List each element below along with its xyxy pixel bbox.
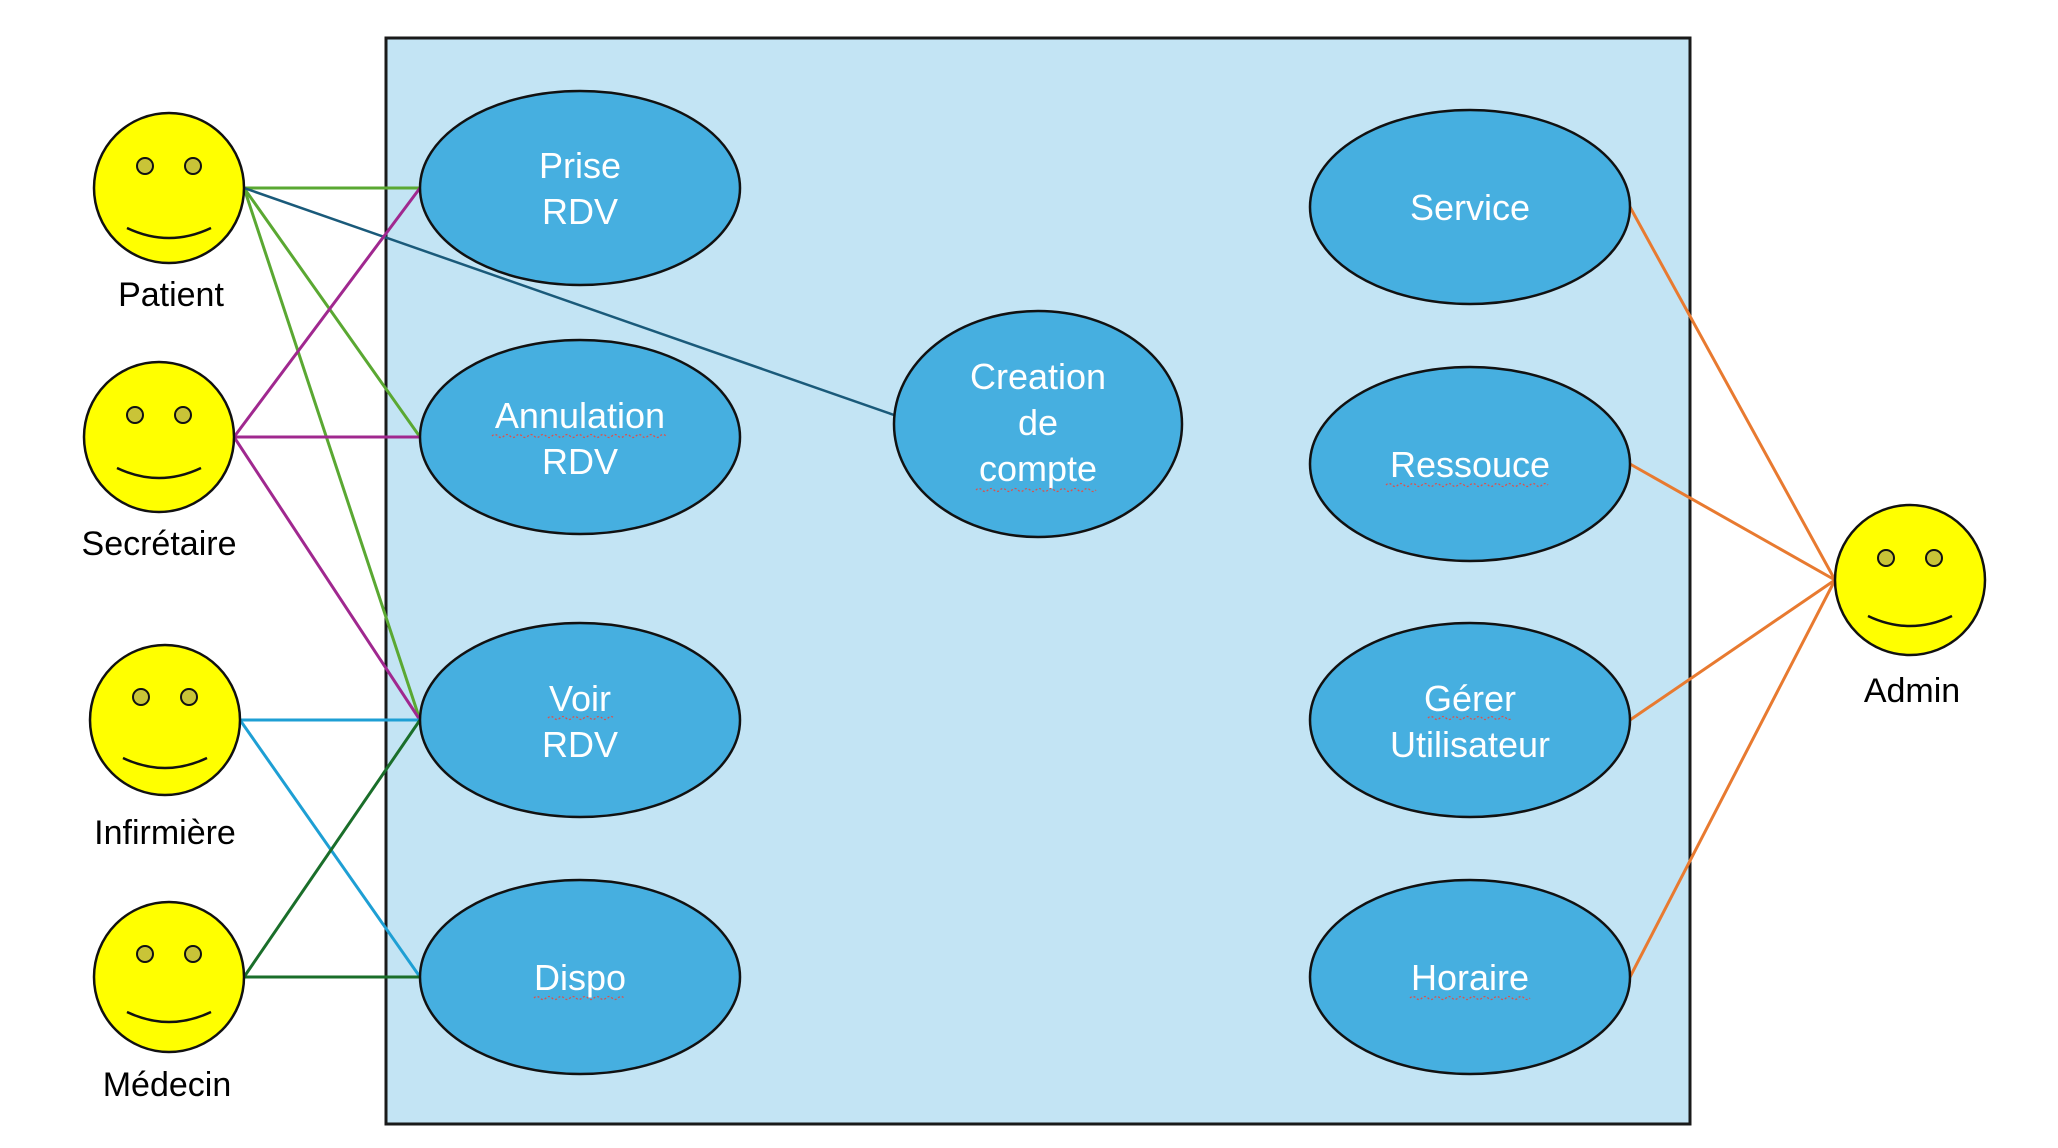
- actor-label: Admin: [1864, 672, 1960, 710]
- use-case-label: Dispo: [534, 957, 626, 998]
- use-case-label: Horaire: [1411, 957, 1529, 998]
- use-case-dispo: Dispo: [418, 878, 742, 1076]
- use-case-shape: [1308, 621, 1632, 819]
- use-case-label: Annulation: [495, 395, 665, 436]
- smiley-icon: [1833, 503, 1987, 657]
- smiley-icon: [92, 111, 246, 265]
- associations: [232, 186, 1837, 979]
- use-case-shape: [892, 309, 1184, 539]
- use-case-shape: [1308, 365, 1632, 563]
- actor-label: Patient: [118, 276, 224, 314]
- use-case-label: Utilisateur: [1390, 724, 1550, 765]
- spellcheck-underline: [491, 433, 667, 439]
- use-case-annulation-rdv: Annulation RDV: [418, 338, 742, 536]
- actor-label: Médecin: [103, 1066, 232, 1104]
- use-case-shape: [1308, 108, 1632, 306]
- link-admin-ressouce: [1629, 462, 1836, 582]
- spellcheck-underline: [533, 995, 625, 1001]
- actor-label: Secrétaire: [82, 525, 237, 563]
- use-case-label: RDV: [542, 191, 618, 232]
- link-patient-creation-compte: [243, 186, 895, 417]
- link-patient-annulation-rdv: [242, 187, 422, 438]
- actor-medecin: Médecin: [92, 900, 246, 1104]
- actor-patient: Patient: [92, 111, 246, 314]
- link-secretaire-prise-rdv: [232, 187, 422, 438]
- use-case-label: RDV: [542, 724, 618, 765]
- smiley-icon: [92, 900, 246, 1054]
- use-case-label: Ressouce: [1390, 444, 1550, 485]
- link-medecin-voir-rdv: [242, 719, 422, 978]
- link-secretaire-voir-rdv: [232, 436, 422, 721]
- actor-label: Infirmière: [94, 814, 236, 852]
- use-case-horaire: Horaire: [1308, 878, 1632, 1076]
- link-admin-horaire: [1628, 579, 1837, 978]
- use-case-service: Service: [1308, 108, 1632, 306]
- use-case-gerer-utilisateur: Gérer Utilisateur: [1308, 621, 1632, 819]
- smiley-icon: [82, 360, 236, 514]
- actor-infirmiere: Infirmière: [88, 643, 242, 852]
- use-case-creation-compte: Creation de compte: [892, 309, 1184, 539]
- use-case-label: Voir: [549, 678, 611, 719]
- use-case-shape: [418, 878, 742, 1076]
- link-patient-voir-rdv: [242, 187, 422, 721]
- use-case-label: Creation: [970, 356, 1106, 397]
- link-admin-gerer-utilisateur: [1629, 578, 1836, 722]
- use-case-voir-rdv: Voir RDV: [418, 621, 742, 819]
- use-case-shape: [418, 621, 742, 819]
- spellcheck-underline: [975, 487, 1097, 493]
- use-case-label: Service: [1410, 187, 1530, 228]
- use-case-prise-rdv: Prise RDV: [418, 89, 742, 287]
- use-case-label: Gérer: [1424, 678, 1516, 719]
- use-case-shape: [418, 89, 742, 287]
- use-case-ressouce: Ressouce: [1308, 365, 1632, 563]
- link-infirmiere-dispo: [238, 719, 422, 978]
- actor-admin: Admin: [1833, 503, 1987, 710]
- use-case-label: Prise: [539, 145, 621, 186]
- use-case-label: de: [1018, 402, 1058, 443]
- use-case-label: compte: [979, 448, 1097, 489]
- actor-secretaire: Secrétaire: [82, 360, 237, 563]
- use-case-label: RDV: [542, 441, 618, 482]
- link-admin-service: [1628, 206, 1837, 581]
- spellcheck-underline: [1409, 995, 1531, 1001]
- smiley-icon: [88, 643, 242, 797]
- spellcheck-underline: [547, 715, 615, 721]
- use-case-shape: [1308, 878, 1632, 1076]
- use-case-shape: [418, 338, 742, 536]
